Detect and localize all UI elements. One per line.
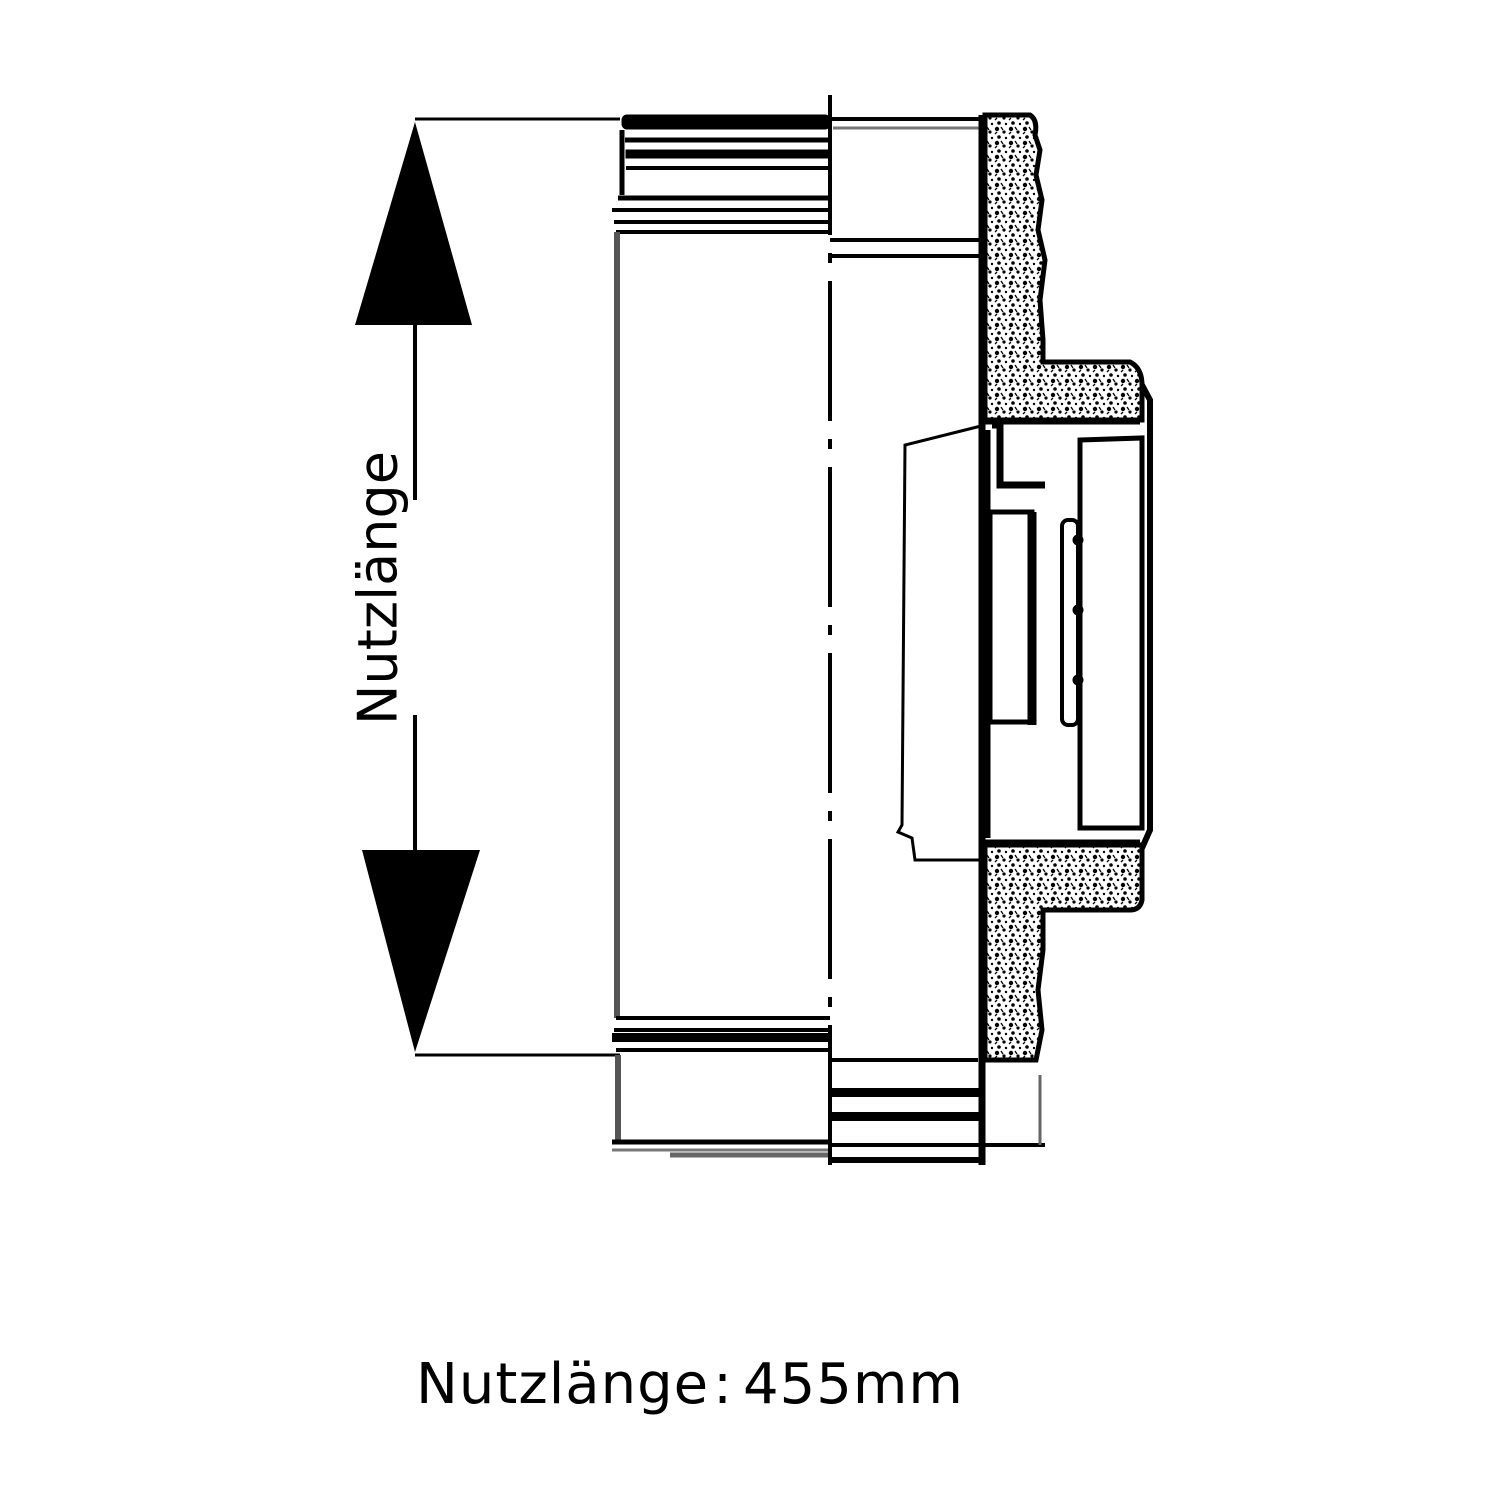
dimension-arrow	[355, 117, 620, 1057]
insulation-layer	[978, 112, 1145, 1165]
arrow-up-icon	[355, 122, 472, 325]
pipe-left-half	[612, 114, 831, 1158]
caption-label: Nutzlänge	[416, 1352, 710, 1417]
caption: Nutzlänge:455mm	[416, 1352, 964, 1417]
pipe-right-half	[830, 117, 1045, 1163]
caption-value: 455mm	[742, 1352, 964, 1417]
caption-separator: :	[713, 1352, 733, 1417]
dimension-label-vertical: Nutzlänge	[346, 443, 410, 733]
inspection-cover	[895, 383, 1153, 862]
arrow-down-icon	[362, 850, 480, 1052]
